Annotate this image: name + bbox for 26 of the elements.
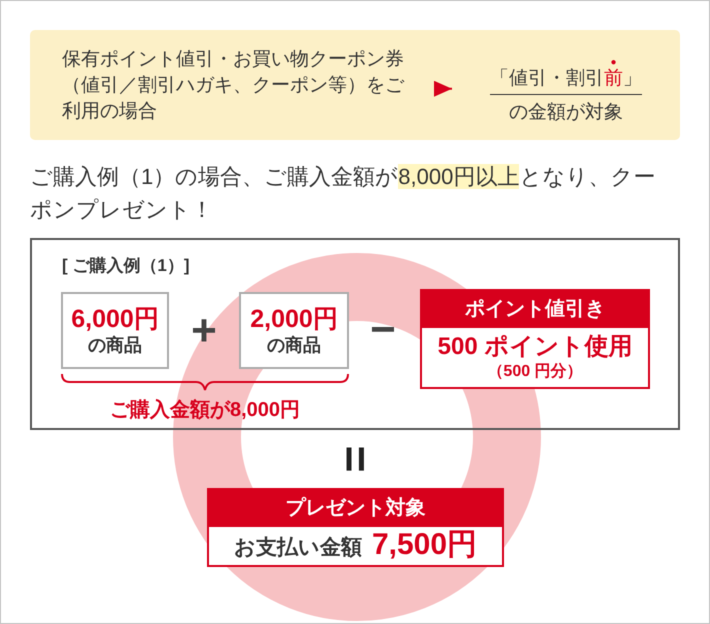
card-header: プレゼント対象 bbox=[209, 490, 502, 527]
discount-card bbox=[420, 289, 650, 389]
plus-sign: + bbox=[191, 317, 217, 345]
result-card bbox=[207, 488, 504, 567]
info-banner bbox=[30, 30, 680, 140]
minus-sign: − bbox=[370, 326, 396, 334]
yen-value-text: （500 円分） bbox=[486, 362, 584, 382]
total-amount-text: ご購入金額が8,000円 bbox=[110, 398, 300, 422]
payment-label: お支払い金額 bbox=[234, 535, 362, 561]
target-text: の金額が対象 bbox=[508, 101, 624, 125]
item-text: の商品 bbox=[87, 334, 143, 357]
price-text: 2,000円 bbox=[249, 305, 339, 333]
example-heading: [ ご購入例（1）] bbox=[62, 255, 190, 277]
price-text: 6,000円 bbox=[70, 305, 160, 333]
description-text: ご購入例（1）の場合、ご購入金額が8,000円以上となり、クーポンプレゼント！ bbox=[30, 163, 656, 224]
item-text: の商品 bbox=[266, 334, 322, 357]
product-box bbox=[239, 292, 349, 369]
payment-amount: 7,500円 bbox=[372, 528, 478, 562]
points-used-text: 500 ポイント使用 bbox=[436, 332, 634, 362]
example-frame bbox=[30, 238, 680, 430]
equals-sign: = bbox=[349, 446, 363, 472]
product-box bbox=[61, 292, 169, 369]
card-header: ポイント値引き bbox=[422, 291, 648, 328]
arrow bbox=[434, 80, 452, 97]
target-heading: 「値引・割引前」 bbox=[490, 57, 642, 95]
condition-text: 保有ポイント値引・お買い物クーポン券（値引／割引ハガキ、クーポン等）をご利用の場合 bbox=[62, 47, 434, 125]
